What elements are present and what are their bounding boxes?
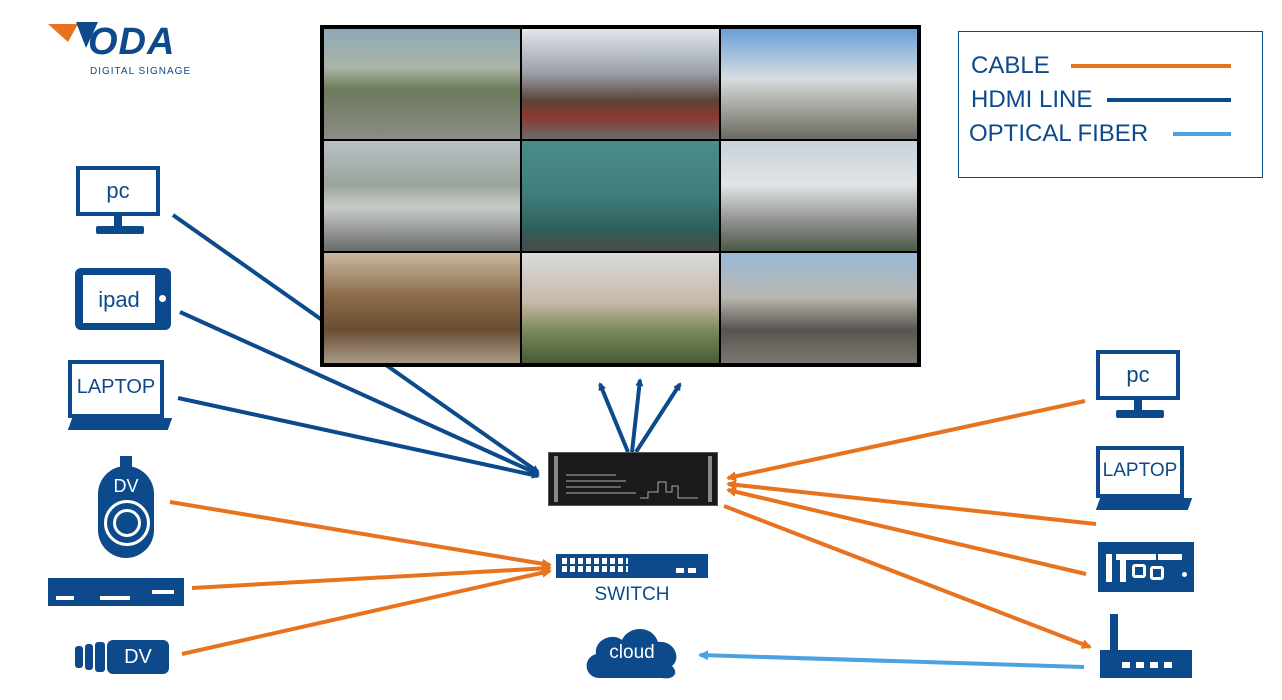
legend-swatch-cable [1071,64,1231,68]
legend-swatch-fiber [1173,132,1231,136]
hdmi-up-left [598,382,630,453]
laptop-icon [68,360,164,418]
right-encoder [1098,542,1194,592]
cloud-label: cloud [609,642,655,663]
video-tile-motorbike-parking [522,29,719,139]
left-pc: pc [76,166,166,240]
legend-item-hdmi: HDMI LINE [971,84,1251,114]
antenna-icon [1110,614,1118,650]
encoder-icon [1098,542,1194,592]
legend-label-cable: CABLE [971,52,1050,79]
video-tile-teal-building [522,141,719,251]
network-switch [556,554,708,578]
laptop-icon-right [1096,446,1184,498]
legend: CABLE HDMI LINE OPTICAL FIBER [958,31,1263,178]
legend-item-cable: CABLE [971,50,1251,80]
cable-line-right-encoder [726,486,1087,576]
video-tile-warehouse-boxes [324,253,521,363]
legend-item-fiber: OPTICAL FIBER [969,118,1249,148]
cable-line-dvr [191,563,552,590]
video-tile-office-building [522,253,719,363]
fiber-line [698,650,1085,669]
video-wall [320,25,921,367]
video-tile-road-fence [324,141,521,251]
left-dvr [48,578,184,606]
processor-graph-icon [640,481,698,499]
cloud: cloud [582,622,682,680]
logo: ODA DIGITAL SIGNAGE [46,18,206,80]
legend-swatch-hdmi [1107,98,1231,102]
camcorder-icon [107,640,169,674]
hdmi-line-laptop [177,396,540,479]
left-dv-camera: DV [96,456,156,560]
left-laptop: LAPTOP [67,360,173,432]
cable-line-dv-small [181,567,552,656]
legend-label-fiber: OPTICAL FIBER [969,120,1149,147]
left-dv-small: DV [75,640,170,674]
video-wall-processor [548,452,718,506]
right-laptop-label: LAPTOP [1102,460,1178,481]
video-tile-factory-gate [720,29,917,139]
logo-mark-icon [48,22,98,48]
hdmi-line-ipad [179,310,540,476]
left-pc-label: pc [106,178,130,203]
monitor-icon [76,166,160,216]
cable-line-right-laptop [726,479,1097,526]
video-tile-parking-gate [324,29,521,139]
hdmi-up-center [630,378,644,453]
video-tile-industrial-door [720,141,917,251]
video-tile-factory-entrance [720,253,917,363]
right-router [1100,614,1192,678]
hdmi-up-right [634,382,682,454]
right-pc-label: pc [1126,362,1150,387]
cable-line-processor-router [723,504,1092,649]
left-ipad: ipad [75,268,172,330]
right-laptop: LAPTOP [1095,446,1193,514]
logo-brand: ODA [88,21,176,63]
left-laptop-label: LAPTOP [76,376,156,398]
switch-label: SWITCH [594,584,670,605]
left-dv-small-label: DV [124,646,152,668]
logo-tagline: DIGITAL SIGNAGE [90,66,192,77]
cloud-icon [586,629,677,679]
cable-line-dv [169,500,552,569]
right-pc: pc [1096,350,1186,422]
left-ipad-label: ipad [98,287,140,312]
legend-label-hdmi: HDMI LINE [971,86,1093,113]
cable-line-right-pc [726,399,1086,482]
left-dv-camera-label: DV [113,476,139,496]
router-icon [1100,650,1192,678]
monitor-icon-right [1096,350,1180,400]
